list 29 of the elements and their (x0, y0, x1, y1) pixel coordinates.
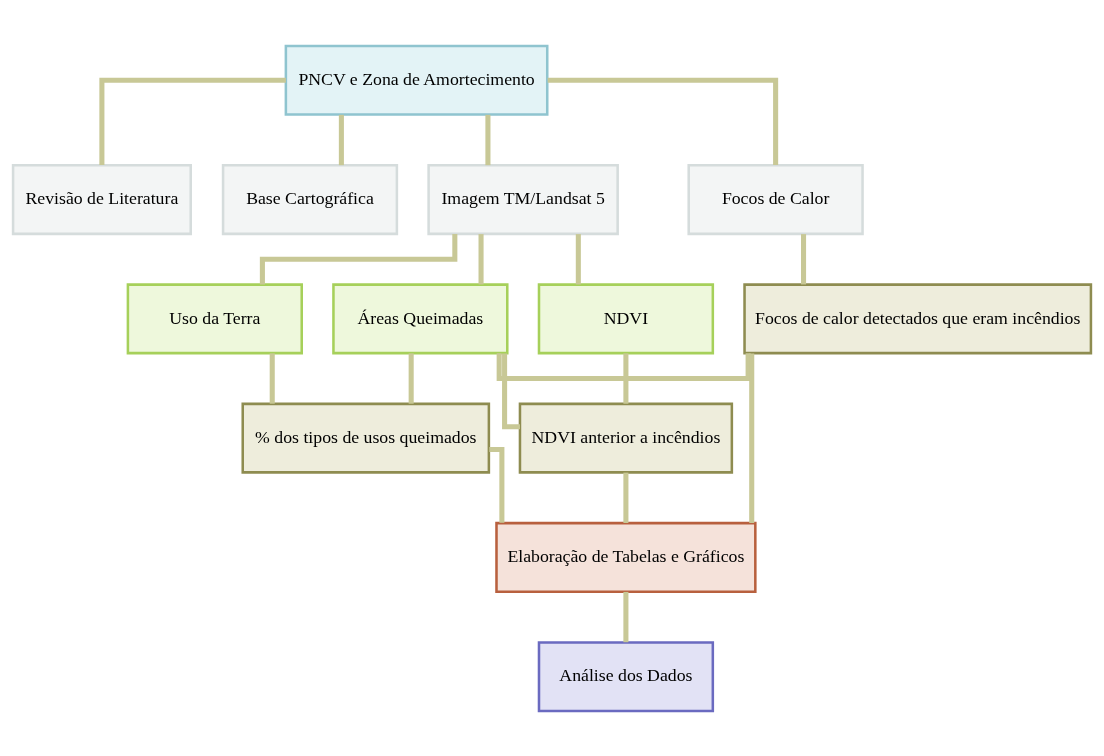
node-box: Imagem TM/Landsat 5 (427, 163, 619, 235)
node-box: Áreas Queimadas (332, 282, 509, 354)
connector (547, 77, 779, 165)
connector (478, 233, 484, 284)
node-box: Uso da Terra (126, 282, 303, 354)
connector (408, 352, 414, 404)
connector (485, 114, 491, 165)
node-box: Revisão de Literatura (11, 163, 192, 235)
node-box: % dos tipos de usos queimados (241, 402, 491, 474)
node-box: NDVI (537, 282, 715, 354)
connector (502, 353, 520, 429)
connector (99, 77, 286, 165)
connector (623, 352, 629, 404)
node-box: Análise dos Dados (537, 640, 715, 712)
connector (801, 233, 807, 284)
node-box: Base Cartográfica (221, 163, 399, 235)
node-box: NDVI anterior a incêndios (518, 402, 734, 474)
connector (489, 446, 505, 523)
node-box: Focos de calor detectados que eram incêndios (743, 282, 1093, 354)
connector (269, 352, 275, 404)
node-box: Focos de Calor (687, 163, 864, 235)
node-box: Elaboração de Tabelas e Gráficos (495, 521, 757, 593)
connector (623, 591, 629, 642)
connector (749, 353, 755, 523)
connector (575, 233, 581, 284)
connector (623, 472, 629, 523)
node-box: PNCV e Zona de Amortecimento (284, 44, 549, 116)
connector (338, 114, 344, 165)
connector (496, 352, 751, 381)
